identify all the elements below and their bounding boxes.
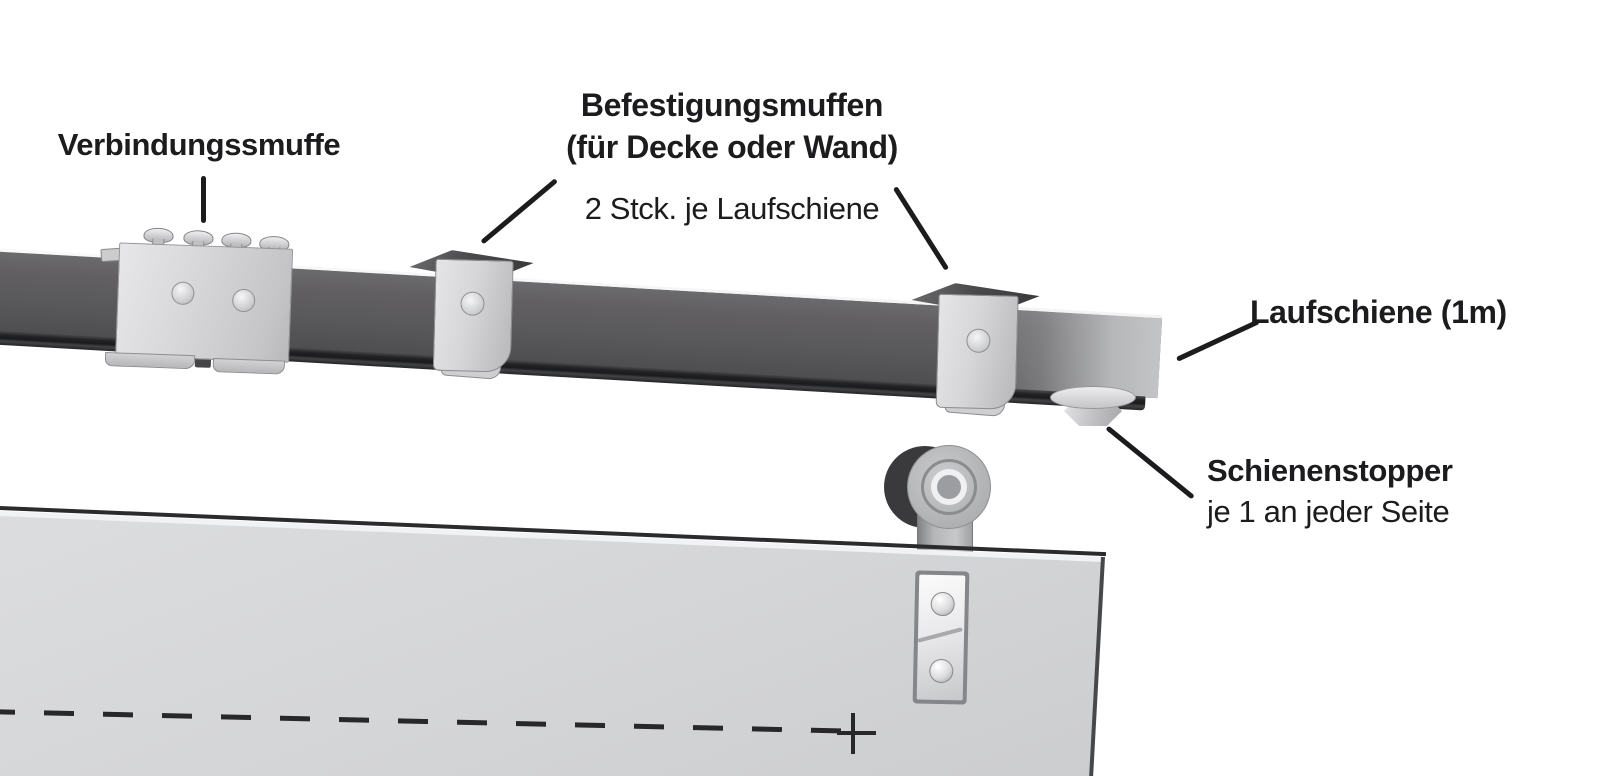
- label-mounting-sleeves: Befestigungsmuffen (für Decke oder Wand)…: [533, 84, 931, 230]
- label-rail: Laufschiene (1m): [1250, 294, 1507, 330]
- rail-stopper: [1050, 386, 1140, 430]
- stopper-washer: [1050, 386, 1136, 409]
- leader-connector-sleeve: [201, 176, 206, 223]
- plus-mark-horizontal: [837, 731, 876, 735]
- mounting-bracket-1: [406, 246, 550, 390]
- connector-sleeve: [100, 222, 308, 389]
- door-hanger-plate: [912, 570, 970, 705]
- leader-rail-stopper: [1105, 425, 1195, 500]
- label-mounting-sleeves-note: 2 Stck. je Laufschiene: [584, 191, 880, 226]
- mounting-bracket-2: [908, 279, 1052, 423]
- roller-wheel-hub: [937, 475, 961, 499]
- sleeve-foot-left: [104, 351, 196, 370]
- label-mounting-sleeves-line1: Befestigungsmuffen: [580, 87, 884, 123]
- leader-rail: [1175, 319, 1260, 362]
- label-rail-stopper: Schienenstopper je 1 an jeder Seite: [1207, 450, 1453, 532]
- label-connector-sleeve: Verbindungssmuffe: [57, 127, 341, 162]
- roller-wheel: [907, 445, 991, 529]
- label-rail-stopper-line2: je 1 an jeder Seite: [1207, 494, 1450, 529]
- label-mounting-sleeves-line2: (für Decke oder Wand): [566, 129, 898, 165]
- plus-mark-vertical: [851, 713, 855, 754]
- sleeve-body: [115, 242, 294, 363]
- roller-wheel-groove: [921, 459, 977, 515]
- label-rail-stopper-line1: Schienenstopper: [1207, 453, 1453, 488]
- sleeve-foot-right: [212, 357, 286, 375]
